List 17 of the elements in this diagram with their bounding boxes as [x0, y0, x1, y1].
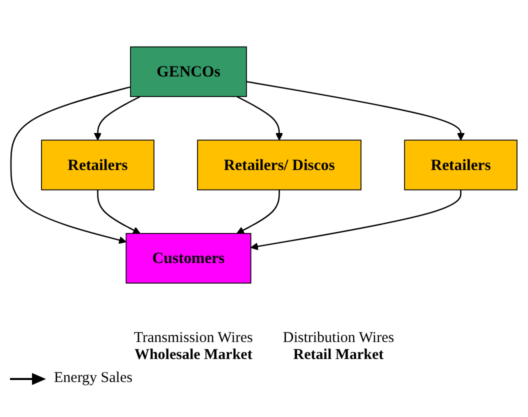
wires-label: Transmission Wires [134, 330, 253, 347]
arrow [236, 96, 284, 140]
wires-label: Distribution Wires [282, 330, 394, 347]
legend-text: Energy Sales [54, 370, 132, 387]
node-box: Retailers [404, 140, 518, 190]
arrow [250, 190, 462, 250]
node-box: GENCOs [130, 46, 247, 97]
arrow [246, 81, 465, 140]
arrow [236, 190, 280, 234]
arrow [97, 190, 140, 234]
node-box: Retailers/ Discos [197, 140, 362, 190]
node-box: Retailers [41, 140, 154, 190]
market-label: Wholesale Market [134, 347, 252, 364]
market-label: Retail Market [293, 347, 384, 364]
arrow [94, 96, 140, 140]
node-box: Customers [126, 233, 252, 284]
arrow [10, 86, 131, 244]
